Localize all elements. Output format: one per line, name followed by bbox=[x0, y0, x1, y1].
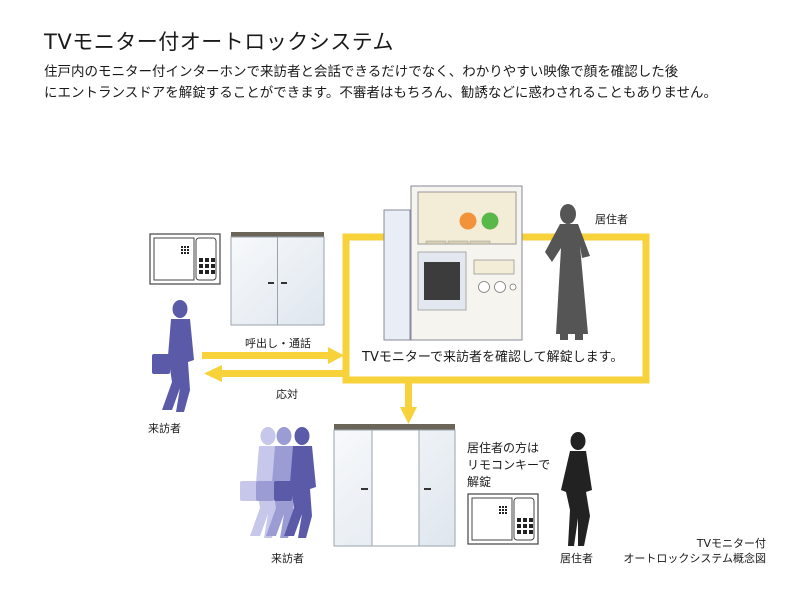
resident-label-top: 居住者 bbox=[595, 213, 628, 226]
diagram-caption: TVモニター付 オートロックシステム概念図 bbox=[623, 536, 766, 566]
call-arrow bbox=[202, 347, 344, 364]
room-monitor-intercom bbox=[383, 185, 523, 341]
caption-line-2: オートロックシステム概念図 bbox=[623, 552, 766, 565]
entrance-door-bottom bbox=[333, 424, 456, 547]
page-title: TVモニター付オートロックシステム bbox=[44, 30, 395, 54]
respond-label: 応対 bbox=[276, 388, 298, 401]
unlock-arrow bbox=[400, 380, 417, 424]
call-label: 呼出し・通話 bbox=[245, 337, 311, 350]
visitor-group-icon bbox=[240, 427, 316, 538]
description-line-2: にエントランスドアを解錠することができます。不審者はもちろん、勧誘などに惑わされ… bbox=[44, 85, 717, 101]
caption-line-1: TVモニター付 bbox=[696, 537, 766, 550]
remote-unlock-line-3: 解錠 bbox=[467, 475, 492, 489]
resident-bottom-icon bbox=[561, 432, 592, 546]
remote-unlock-line-1: 居住者の方は bbox=[467, 441, 540, 455]
visitor-left-icon bbox=[152, 300, 194, 412]
monitor-confirm-text: TVモニターで来訪者を確認して解錠します。 bbox=[362, 350, 624, 365]
orange-button-icon bbox=[459, 212, 477, 230]
speaker-grille-icon bbox=[424, 262, 460, 300]
resident-top-icon bbox=[545, 204, 590, 340]
visitor-label-left: 来訪者 bbox=[148, 422, 181, 435]
remote-key-panel bbox=[467, 493, 539, 545]
remote-unlock-line-2: リモコンキーで bbox=[467, 458, 551, 472]
page-description: 住戸内のモニター付インターホンで来訪者と会話できるだけでなく、わかりやすい映像で… bbox=[44, 62, 774, 104]
remote-unlock-text: 居住者の方は リモコンキーで 解錠 bbox=[467, 440, 550, 491]
description-line-1: 住戸内のモニター付インターホンで来訪者と会話できるだけでなく、わかりやすい映像で… bbox=[44, 64, 679, 80]
resident-label-bottom: 居住者 bbox=[560, 552, 593, 565]
green-button-icon bbox=[481, 212, 499, 230]
respond-arrow bbox=[204, 365, 344, 382]
visitor-label-bottom: 来訪者 bbox=[271, 552, 304, 565]
entrance-intercom-panel bbox=[149, 233, 221, 285]
entrance-door-top bbox=[230, 232, 325, 326]
